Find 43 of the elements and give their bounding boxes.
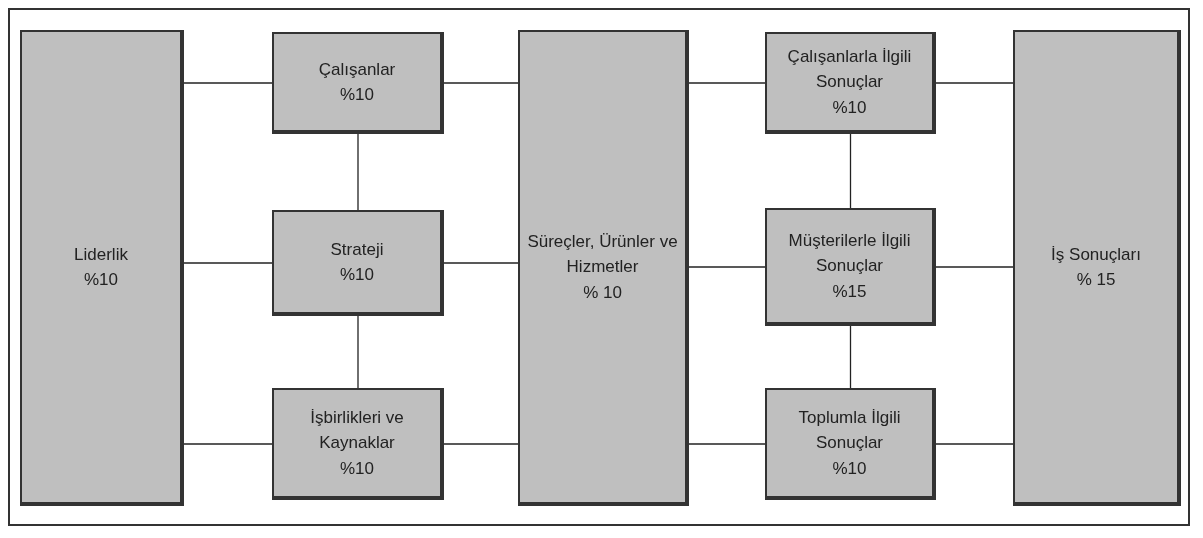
box-title: Süreçler, Ürünler ve Hizmetler bbox=[526, 230, 679, 279]
box-title: İşbirlikleri ve Kaynaklar bbox=[309, 406, 405, 455]
connector-line bbox=[935, 82, 1014, 84]
connector-line bbox=[357, 315, 359, 389]
box-title: Toplumla İlgili Sonuçlar bbox=[797, 406, 902, 455]
connector-line bbox=[183, 443, 273, 445]
box-title: İş Sonuçları bbox=[1051, 243, 1141, 266]
box-title: Müşterilerle İlgili Sonuçlar bbox=[787, 229, 912, 278]
percentage-text: % 15 bbox=[1076, 269, 1116, 291]
percentage-text: %10 bbox=[84, 269, 118, 291]
connector-line bbox=[935, 266, 1014, 268]
connector-line bbox=[183, 262, 273, 264]
connector-line bbox=[688, 266, 766, 268]
connector-line bbox=[443, 262, 519, 264]
process-box bbox=[272, 32, 444, 134]
process-box bbox=[765, 388, 936, 500]
process-box bbox=[272, 388, 444, 500]
box-title: Strateji bbox=[330, 238, 384, 261]
box-title: Liderlik bbox=[74, 243, 128, 266]
connector-line bbox=[935, 443, 1014, 445]
box-title: Çalışanlar bbox=[318, 58, 396, 81]
connector-line bbox=[443, 443, 519, 445]
percentage-text: %10 bbox=[832, 96, 867, 119]
connector-line bbox=[357, 133, 359, 211]
percentage-text: %15 bbox=[832, 280, 867, 303]
percentage-text: % 10 bbox=[583, 281, 622, 304]
process-box bbox=[20, 30, 184, 506]
process-box bbox=[765, 32, 936, 134]
process-box bbox=[765, 208, 936, 326]
process-box bbox=[272, 210, 444, 316]
percentage-text: %10 bbox=[832, 457, 867, 480]
connector-line bbox=[183, 82, 273, 84]
box-title: Çalışanlarla İlgili Sonuçlar bbox=[786, 45, 913, 94]
connector-line bbox=[688, 82, 766, 84]
process-box bbox=[518, 30, 689, 506]
percentage-text: %10 bbox=[340, 84, 374, 106]
process-box bbox=[1013, 30, 1181, 506]
connector-line bbox=[443, 82, 519, 84]
connector-line bbox=[849, 133, 852, 209]
percentage-text: %10 bbox=[340, 264, 374, 286]
connector-line bbox=[849, 325, 852, 389]
connector-line bbox=[688, 443, 766, 445]
percentage-text: %10 bbox=[340, 457, 374, 480]
